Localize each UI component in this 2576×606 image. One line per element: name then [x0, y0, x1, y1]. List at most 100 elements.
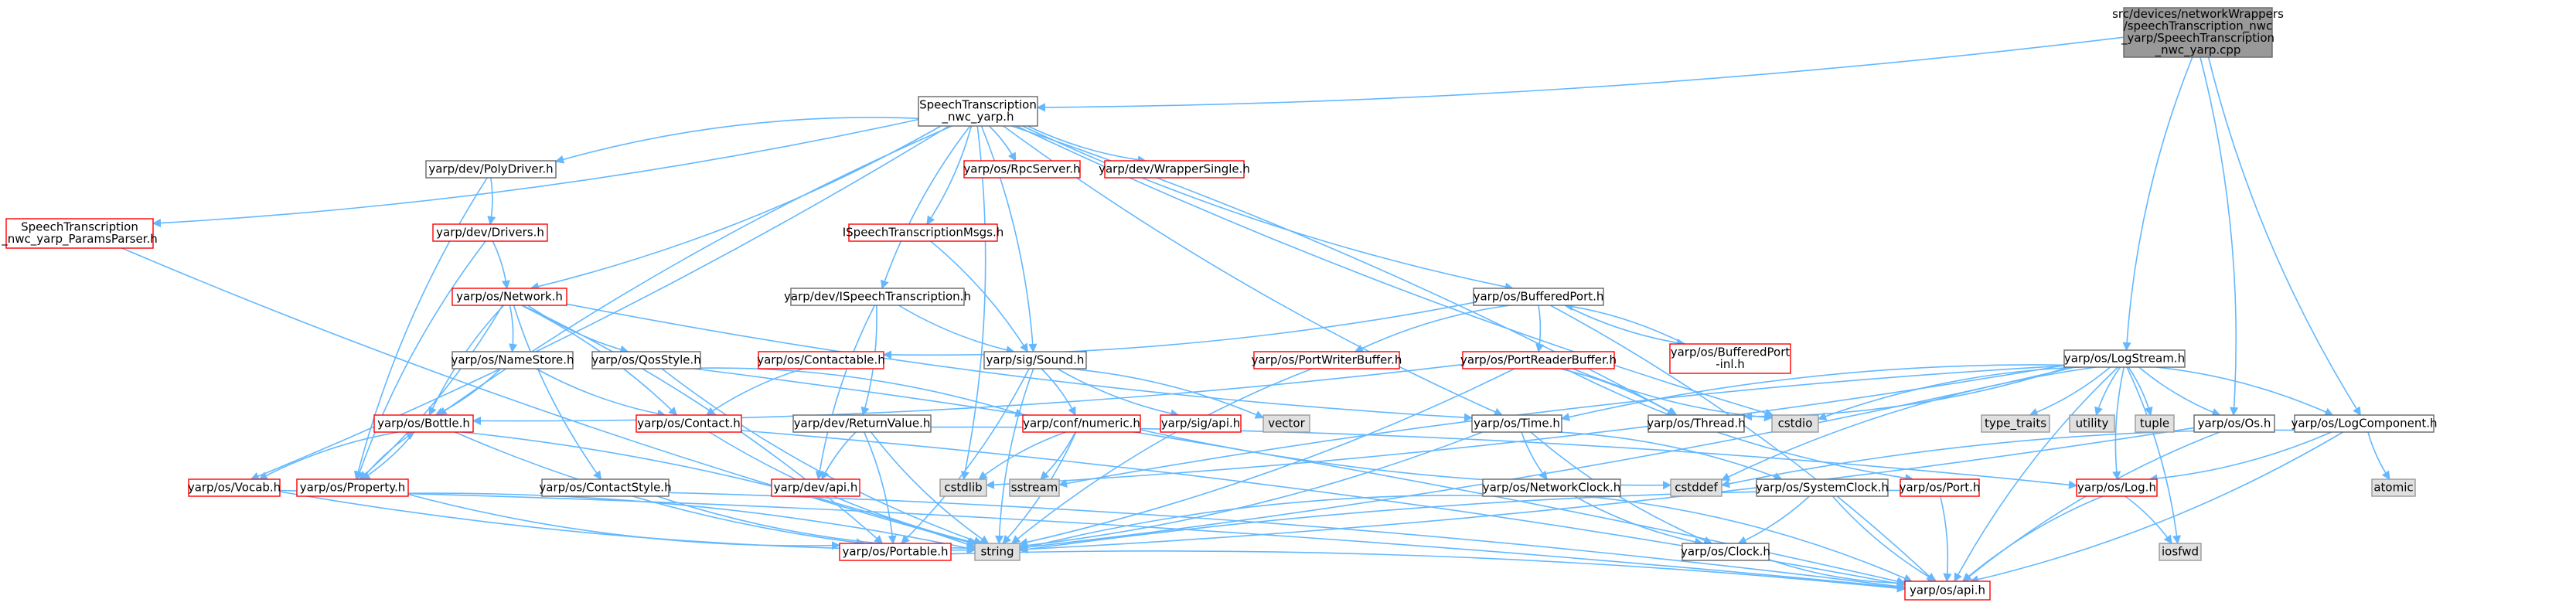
edge-logstream-to-utility — [2094, 366, 2121, 417]
node-box — [963, 160, 1081, 179]
node-label-line: yarp/os/Port.h — [1900, 480, 1981, 494]
node-networkclock[interactable]: yarp/os/NetworkClock.h — [1482, 478, 1621, 497]
edge-nwc_h-to-vocab — [250, 125, 949, 481]
node-box — [758, 351, 884, 369]
edge-logstream-to-typetraits — [2029, 366, 2111, 417]
node-label-line: SpeechTranscription — [21, 220, 138, 234]
node-label-line: yarp/dev/api.h — [774, 480, 858, 494]
node-systemclock[interactable]: yarp/os/SystemClock.h — [1756, 478, 1889, 497]
node-logstream[interactable]: yarp/os/LogStream.h — [2063, 349, 2186, 368]
node-label-line: yarp/os/PortWriterBuffer.h — [1252, 352, 1402, 366]
node-wrappersingle[interactable]: yarp/dev/WrapperSingle.h — [1099, 160, 1250, 179]
node-ispeech[interactable]: yarp/dev/ISpeechTranscription.h — [784, 288, 971, 306]
edge-port-to-osapi — [1940, 495, 1952, 583]
edge-nwc_h-to-polydriver — [554, 117, 919, 164]
node-numeric[interactable]: yarp/conf/numeric.h — [1022, 414, 1141, 433]
node-logcomponent[interactable]: yarp/os/LogComponent.h — [2291, 414, 2438, 433]
node-time[interactable]: yarp/os/Time.h — [1471, 414, 1562, 433]
edge-logstream-to-tuple — [2128, 366, 2153, 417]
node-iosfwd: iosfwd — [2159, 543, 2202, 561]
node-thread[interactable]: yarp/os/Thread.h — [1647, 414, 1746, 433]
node-namestore[interactable]: yarp/os/NameStore.h — [451, 351, 574, 369]
node-tuple: tuple — [2135, 414, 2175, 433]
node-vector: vector — [1262, 414, 1310, 433]
edge-returnvalue-to-portable — [864, 431, 897, 545]
node-label-line: yarp/os/BufferedPort — [1671, 346, 1791, 359]
node-contactstyle[interactable]: yarp/os/ContactStyle.h — [539, 478, 672, 497]
edge-bufferedportinl-to-bufferedport — [1563, 302, 1685, 345]
node-box — [1670, 478, 1722, 497]
edge-portreaderbuffer-to-thread — [1559, 368, 1676, 416]
node-label-line: yarp/os/Time.h — [1474, 416, 1560, 430]
node-property[interactable]: yarp/os/Property.h — [296, 478, 409, 497]
node-box — [2159, 543, 2202, 561]
node-label-line: yarp/sig/Sound.h — [986, 352, 1085, 366]
edge-portreaderbuffer-to-string — [1018, 368, 1515, 546]
node-root[interactable]: src/devices/networkWrappers/speechTransc… — [2112, 7, 2284, 58]
node-nwc_h[interactable]: SpeechTranscription_nwc_yarp.h — [918, 96, 1038, 127]
node-log[interactable]: yarp/os/Log.h — [2076, 478, 2158, 497]
node-sstream: sstream — [1009, 478, 1060, 497]
node-box — [918, 96, 1038, 127]
node-box — [2371, 478, 2416, 497]
node-ispeechmsgs[interactable]: ISpeechTranscriptionMsgs.h — [843, 223, 1004, 242]
node-network[interactable]: yarp/os/Network.h — [451, 288, 567, 306]
node-label-line: yarp/conf/numeric.h — [1023, 416, 1140, 430]
edge-network-to-namestore — [509, 305, 518, 353]
node-label-line: yarp/os/Log.h — [2077, 480, 2156, 494]
node-drivers[interactable]: yarp/dev/Drivers.h — [432, 223, 548, 242]
node-label-line: yarp/os/Clock.h — [1681, 544, 1770, 558]
node-contactable[interactable]: yarp/os/Contactable.h — [757, 351, 885, 369]
node-box — [451, 351, 574, 369]
node-label-line: yarp/os/Bottle.h — [377, 416, 470, 430]
node-portable[interactable]: yarp/os/Portable.h — [839, 543, 952, 561]
edge-logstream-to-logcomponent — [2155, 366, 2334, 416]
node-label-line: yarp/os/SystemClock.h — [1756, 480, 1889, 494]
node-bufferedportinl[interactable]: yarp/os/BufferedPort-inl.h — [1669, 343, 1791, 374]
node-polydriver[interactable]: yarp/dev/PolyDriver.h — [425, 160, 557, 179]
node-box — [635, 414, 742, 433]
node-label-line: src/devices/networkWrappers — [2112, 7, 2284, 21]
node-port[interactable]: yarp/os/Port.h — [1900, 478, 1981, 497]
edge-nwc_h-to-ispeechmsgs — [926, 125, 973, 225]
node-bufferedport[interactable]: yarp/os/BufferedPort.h — [1473, 288, 1604, 306]
node-contact[interactable]: yarp/os/Contact.h — [635, 414, 742, 433]
node-params[interactable]: SpeechTranscription_nwc_yarp_ParamsParse… — [1, 218, 158, 249]
node-label-line: _nwc_yarp.h — [941, 110, 1014, 124]
edge-params-to-string — [121, 247, 976, 546]
node-cstdlib: cstdlib — [939, 478, 987, 497]
edge-network-to-property — [359, 305, 503, 480]
edge-time-to-string — [1018, 431, 1483, 550]
node-devapi[interactable]: yarp/dev/api.h — [771, 478, 860, 497]
node-box — [1262, 414, 1310, 433]
edge-namestore-to-contact — [536, 368, 666, 418]
node-bottle[interactable]: yarp/os/Bottle.h — [373, 414, 474, 433]
node-qosstyle[interactable]: yarp/os/QosStyle.h — [591, 351, 701, 369]
node-portreaderbuffer[interactable]: yarp/os/PortReaderBuffer.h — [1460, 351, 1617, 369]
node-label-line: yarp/os/Vocab.h — [188, 480, 281, 494]
edge-property-to-bottle — [361, 431, 415, 480]
node-label-line: yarp/os/Portable.h — [843, 544, 949, 558]
node-box — [1009, 478, 1060, 497]
node-box — [839, 543, 952, 561]
node-label-line: yarp/os/LogComponent.h — [2291, 416, 2437, 430]
edge-vocab-to-osapi — [279, 489, 1906, 592]
edge-bufferedport-to-osapi — [1549, 305, 1936, 582]
edge-logcomponent-to-osapi — [1969, 431, 2344, 584]
node-osapi[interactable]: yarp/os/api.h — [1904, 580, 1991, 601]
node-os[interactable]: yarp/os/Os.h — [2193, 414, 2275, 433]
node-box — [5, 218, 154, 249]
edge-ispeech-to-devapi — [815, 305, 876, 481]
node-vocab[interactable]: yarp/os/Vocab.h — [188, 478, 281, 497]
node-portwriterbuffer[interactable]: yarp/os/PortWriterBuffer.h — [1252, 351, 1402, 369]
node-rpcserver[interactable]: yarp/os/RpcServer.h — [963, 160, 1081, 179]
node-sound[interactable]: yarp/sig/Sound.h — [983, 351, 1087, 369]
node-sigapi[interactable]: yarp/sig/api.h — [1160, 414, 1242, 433]
dependency-edges — [121, 36, 2390, 593]
edge-root-to-logcomponent — [2207, 56, 2361, 416]
node-label-line: yarp/os/QosStyle.h — [591, 352, 701, 366]
node-atomic: atomic — [2371, 478, 2416, 497]
node-clock[interactable]: yarp/os/Clock.h — [1681, 543, 1770, 561]
node-returnvalue[interactable]: yarp/dev/ReturnValue.h — [792, 414, 932, 433]
